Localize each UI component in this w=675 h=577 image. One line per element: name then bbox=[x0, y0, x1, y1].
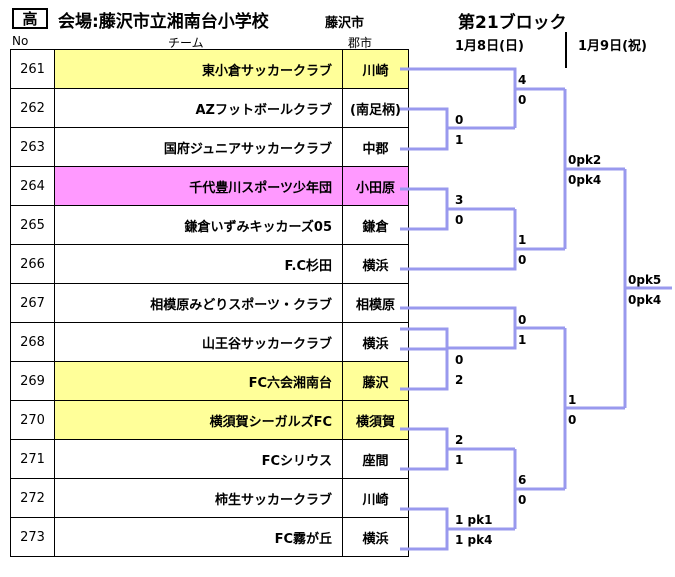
match-score: 3 bbox=[455, 193, 463, 207]
team-city: 藤沢 bbox=[342, 361, 409, 401]
team-number: 263 bbox=[10, 127, 55, 167]
bracket-line bbox=[400, 327, 449, 351]
team-number: 264 bbox=[10, 166, 55, 206]
team-number: 262 bbox=[10, 88, 55, 128]
team-city: 横浜 bbox=[342, 517, 409, 557]
team-number: 266 bbox=[10, 244, 55, 284]
match-score: 1 pk1 bbox=[455, 513, 492, 527]
match-score: 1 bbox=[455, 133, 463, 147]
match-score: 2 bbox=[455, 433, 463, 447]
team-name: 横須賀シーガルズFC bbox=[54, 400, 343, 440]
venue-title: 会場:藤沢市立湘南台小学校 bbox=[58, 12, 269, 32]
team-number: 269 bbox=[10, 361, 55, 401]
bracket-line bbox=[400, 107, 449, 151]
match-score: 0 bbox=[518, 493, 526, 507]
team-name: FCシリウス bbox=[54, 439, 343, 479]
team-name: 山王谷サッカークラブ bbox=[54, 322, 343, 362]
match-score: 0pk4 bbox=[628, 293, 661, 307]
match-score: 0 bbox=[455, 353, 463, 367]
team-name: 相模原みどりスポーツ・クラブ bbox=[54, 283, 343, 323]
match-score: 0pk4 bbox=[568, 173, 601, 187]
bracket-line bbox=[400, 209, 517, 271]
bracket-line bbox=[400, 67, 517, 128]
match-score: 1 bbox=[455, 453, 463, 467]
team-city: 横浜 bbox=[342, 244, 409, 284]
column-header-no: No bbox=[12, 34, 29, 48]
bracket-line bbox=[400, 348, 449, 391]
match-score: 0pk5 bbox=[628, 273, 661, 287]
match-score: 0 bbox=[518, 313, 526, 327]
team-city: 横浜 bbox=[342, 322, 409, 362]
block-title: 第21ブロック bbox=[458, 13, 567, 33]
team-name: 東小倉サッカークラブ bbox=[54, 49, 343, 89]
match-score: 0 bbox=[518, 253, 526, 267]
level-badge: 高 bbox=[12, 8, 48, 29]
team-name: 千代豊川スポーツ少年団 bbox=[54, 166, 343, 206]
round2-date: 1月9日(祝) bbox=[578, 39, 647, 54]
team-number: 270 bbox=[10, 400, 55, 440]
date-divider bbox=[565, 32, 567, 68]
bracket-line bbox=[400, 427, 449, 471]
match-score: 1 bbox=[568, 393, 576, 407]
team-name: F.C杉田 bbox=[54, 244, 343, 284]
match-score: 0 bbox=[568, 413, 576, 427]
match-score: 1 pk4 bbox=[455, 533, 492, 547]
match-score: 1 bbox=[518, 233, 526, 247]
match-score: 4 bbox=[518, 73, 526, 87]
team-name: FC六会湘南台 bbox=[54, 361, 343, 401]
match-score: 0 bbox=[455, 113, 463, 127]
team-city: 小田原 bbox=[342, 166, 409, 206]
column-header-team: チーム bbox=[168, 36, 204, 50]
team-name: 柿生サッカークラブ bbox=[54, 478, 343, 518]
round1-date: 1月8日(日) bbox=[455, 39, 524, 54]
team-name: FC霧が丘 bbox=[54, 517, 343, 557]
team-number: 271 bbox=[10, 439, 55, 479]
team-city: 横須賀 bbox=[342, 400, 409, 440]
match-score: 2 bbox=[455, 373, 463, 387]
bracket-line bbox=[400, 507, 449, 551]
bracket-line bbox=[400, 187, 449, 231]
team-city: 川崎 bbox=[342, 49, 409, 89]
match-score: 0pk2 bbox=[568, 153, 601, 167]
match-score: 0 bbox=[518, 93, 526, 107]
column-header-city: 郡市 bbox=[348, 36, 373, 50]
team-city: 座間 bbox=[342, 439, 409, 479]
team-city: 相模原 bbox=[342, 283, 409, 323]
team-city: (南足柄) bbox=[342, 88, 409, 128]
match-score: 1 bbox=[518, 333, 526, 347]
match-score: 0 bbox=[455, 213, 463, 227]
match-score: 6 bbox=[518, 473, 526, 487]
host-city: 藤沢市 bbox=[325, 16, 365, 31]
team-number: 273 bbox=[10, 517, 55, 557]
